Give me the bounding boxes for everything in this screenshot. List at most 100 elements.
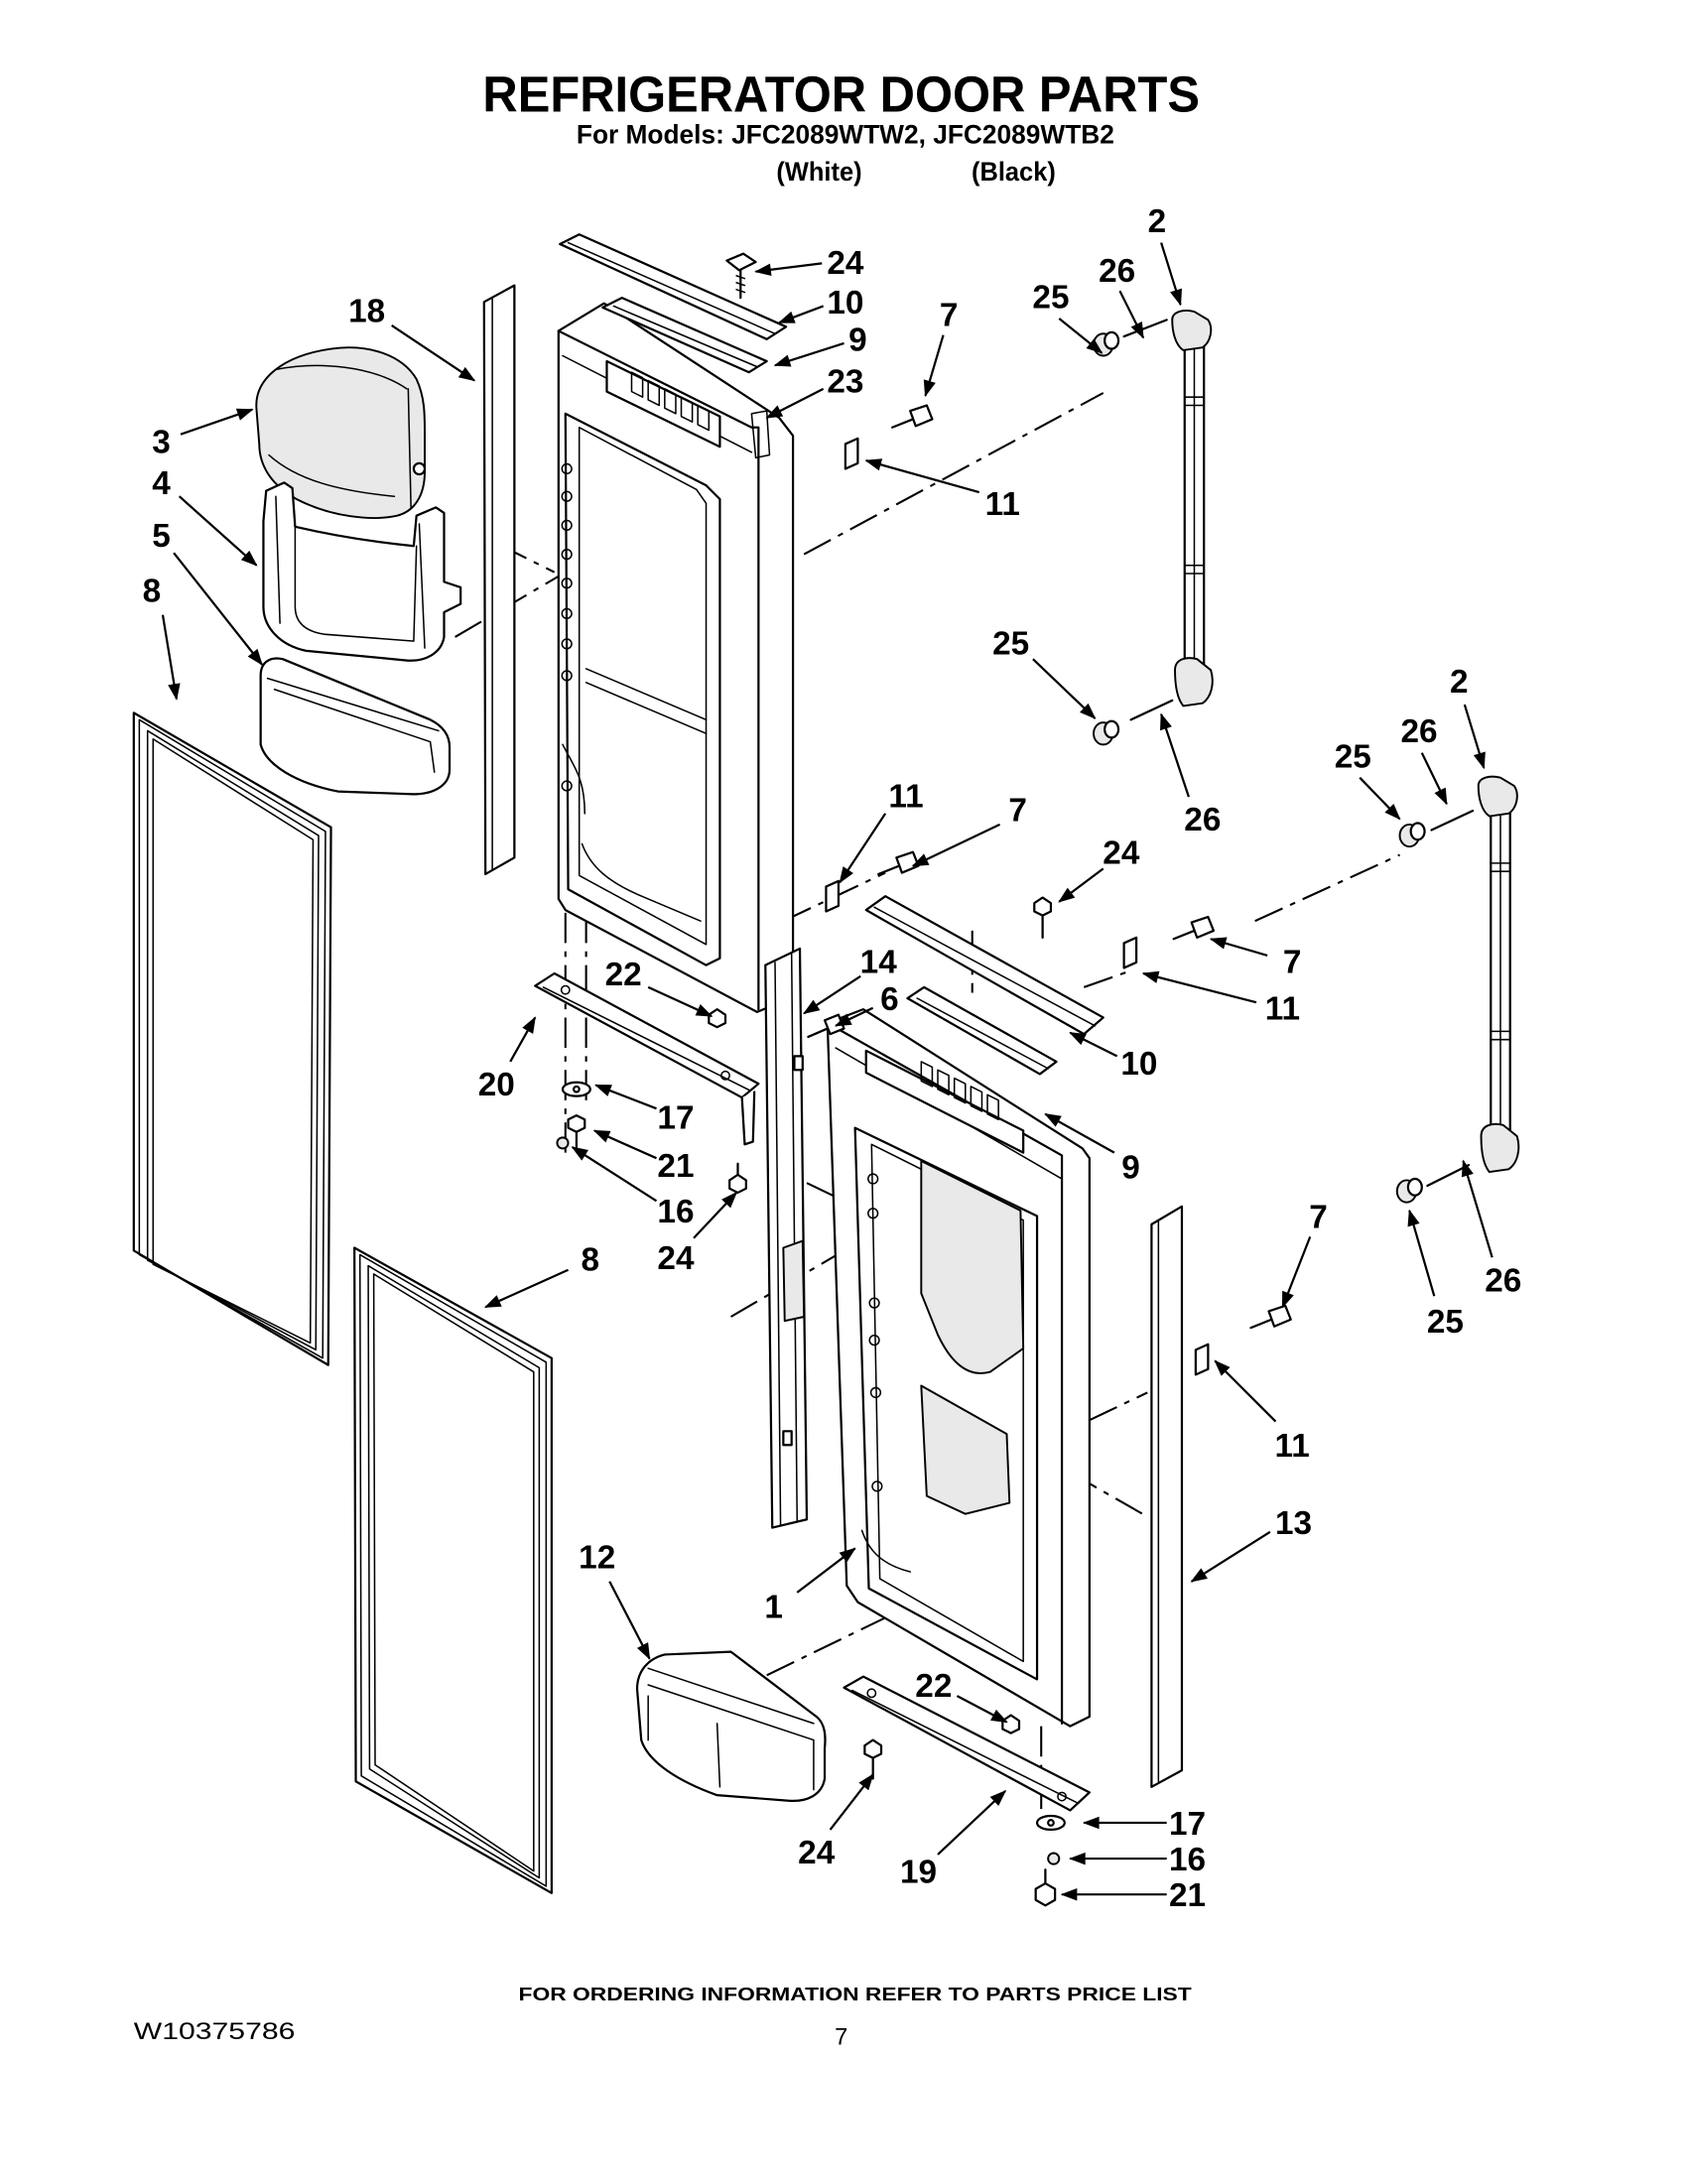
- ordering-note: FOR ORDERING INFORMATION REFER TO PARTS …: [519, 1985, 1192, 2004]
- callout-leader-arrow: [839, 813, 887, 884]
- callout-number: 18: [348, 293, 385, 329]
- callout-number: 24: [798, 1835, 836, 1871]
- callout-leader-arrow: [1058, 318, 1104, 354]
- clip-11: [825, 437, 1210, 1376]
- callout-leader-arrow: [796, 1547, 856, 1594]
- callout-leader-arrow: [1407, 1209, 1436, 1297]
- screw-7: [877, 404, 1292, 1330]
- callout-leader-arrow: [1359, 776, 1401, 821]
- callout-number: 26: [1400, 713, 1437, 750]
- door-cap-trim-9-lower: [906, 985, 1058, 1076]
- document-number: W10375786: [134, 2019, 296, 2045]
- door-bin-5: [259, 657, 452, 796]
- callout-leader-arrow: [1141, 970, 1257, 1004]
- callout-number: 16: [1169, 1842, 1206, 1878]
- callout-number: 21: [1169, 1877, 1206, 1914]
- callout-leader-arrow: [594, 1084, 657, 1110]
- callout-number: 3: [152, 424, 171, 460]
- callout-number: 4: [152, 465, 171, 502]
- callout-leader-arrow: [1281, 1235, 1312, 1309]
- callout-leader-arrow: [1190, 1530, 1271, 1583]
- callout-number: 9: [848, 322, 867, 359]
- callout-number: 2: [1148, 203, 1167, 240]
- callout-number: 22: [605, 957, 642, 993]
- callout-number: 25: [1335, 738, 1371, 775]
- callout-number: 26: [1485, 1262, 1521, 1299]
- callout-number: 8: [143, 574, 162, 610]
- callout-number: 23: [827, 363, 863, 400]
- callout-number: 17: [657, 1099, 694, 1136]
- callout-leader-arrow: [834, 1006, 874, 1027]
- callout-leader-arrow: [1058, 867, 1104, 903]
- callout-number: 6: [880, 981, 899, 1018]
- callout-number: 7: [940, 298, 959, 334]
- callout-leader-arrow: [592, 1129, 657, 1160]
- callout-number: 2: [1450, 664, 1469, 701]
- bin-cover-3: [255, 346, 427, 519]
- callout-number: 25: [1032, 280, 1069, 317]
- hinge-plate-20: [534, 971, 760, 1146]
- refrigerator-door-left: [557, 302, 795, 1014]
- callout-leader-arrow: [937, 1790, 1007, 1856]
- freezer-bin-12: [635, 1650, 827, 1802]
- callout-leader-arrow: [829, 1773, 874, 1831]
- callout-number: 21: [657, 1148, 694, 1185]
- bushing-25: [1093, 330, 1426, 1204]
- callout-leader-arrow: [1069, 1031, 1118, 1058]
- callout-leader-arrow: [1032, 658, 1097, 719]
- callout-number: 17: [1169, 1806, 1206, 1843]
- callout-leader-arrow: [956, 1695, 1008, 1724]
- callout-number: 1: [764, 1590, 783, 1626]
- callout-number: 25: [1427, 1304, 1464, 1341]
- callout-leader-arrow: [777, 305, 825, 324]
- variant-black-label: (Black): [972, 157, 1056, 187]
- door-cap-10-lower: [864, 895, 1104, 1036]
- callout-number: 24: [827, 245, 864, 282]
- variant-white-label: (White): [776, 157, 861, 187]
- callout-leader-arrow: [1160, 712, 1190, 798]
- callout-number: 11: [1275, 1428, 1310, 1465]
- freezer-door-right: [826, 1008, 1091, 1728]
- callout-leader-arrow: [571, 1146, 658, 1203]
- callout-leader-arrow: [391, 324, 476, 382]
- page-number: 7: [835, 2025, 847, 2051]
- page-title: REFRIGERATOR DOOR PARTS: [482, 65, 1200, 123]
- callout-number: 14: [860, 944, 898, 980]
- callout-leader-arrow: [1209, 937, 1268, 958]
- callout-number: 11: [985, 486, 1020, 523]
- callout-number: 5: [152, 518, 171, 555]
- callout-leader-arrow: [1118, 290, 1145, 339]
- callout-leader-arrow: [483, 1268, 570, 1309]
- door-cap-trim-9-upper: [601, 297, 768, 374]
- callout-leader-arrow: [911, 823, 1001, 867]
- door-handle-2-upper: [1171, 310, 1214, 707]
- door-trim-strip-13: [1150, 1205, 1184, 1788]
- door-handle-2-lower: [1477, 775, 1520, 1174]
- callout-number: 19: [900, 1854, 937, 1890]
- callout-number: 7: [1008, 792, 1027, 829]
- screw-24: [728, 896, 1053, 1780]
- callout-leader-arrow: [1214, 1359, 1277, 1423]
- callout-leader-arrow: [161, 614, 181, 701]
- hinge-plate-19: [843, 1675, 1091, 1812]
- callout-leader-arrow: [773, 341, 844, 367]
- callout-number: 7: [1283, 944, 1302, 980]
- callout-number: 22: [915, 1668, 952, 1705]
- callout-number: 25: [992, 625, 1029, 662]
- callout-leader-arrow: [1463, 704, 1486, 770]
- callout-number: 12: [579, 1540, 615, 1577]
- door-cap-10-upper: [559, 233, 788, 340]
- door-trim-strip-18: [482, 284, 516, 876]
- screw-22: [708, 1008, 1021, 1734]
- callout-leader-arrow: [1160, 242, 1183, 307]
- screw-24-upper: [725, 252, 757, 300]
- callout-number: 8: [582, 1241, 600, 1278]
- door-gasket-lower: [353, 1246, 553, 1894]
- callout-number: 24: [1103, 835, 1140, 872]
- callout-leader-arrow: [1044, 1112, 1115, 1154]
- callout-number: 9: [1121, 1149, 1140, 1186]
- callout-number: 10: [1120, 1046, 1157, 1083]
- callout-leader-arrow: [180, 408, 254, 436]
